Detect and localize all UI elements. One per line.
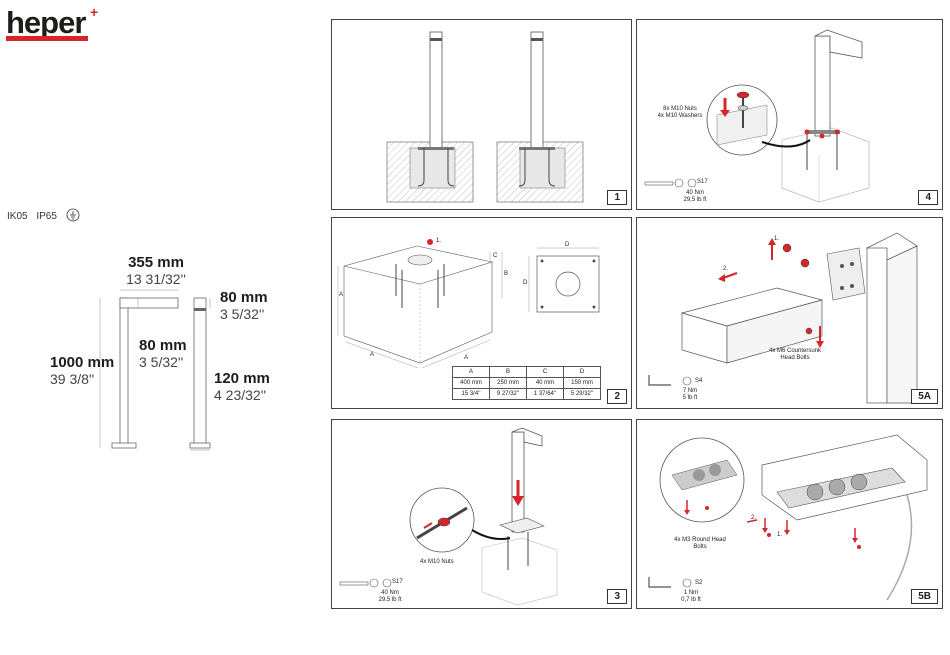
label-a: A: [339, 292, 344, 298]
height-mm: 1000 mm: [50, 354, 115, 371]
protection-ratings: IK05 IP65: [7, 208, 80, 225]
step-1-label: 1.: [774, 236, 780, 242]
step-number: 4: [918, 190, 938, 205]
nuts-note: 8x M10 Nuts 4x M10 Washers: [657, 106, 703, 119]
step-panel-5b: 1. 2. 4x M3 Round Head Bolts S2 1 Nm 0,7…: [636, 419, 943, 609]
step-number: 1: [607, 190, 627, 205]
height-in: 39 3/8'': [50, 371, 95, 387]
brand-name: heper: [6, 5, 86, 40]
step-panel-4: 8x M10 Nuts 4x M10 Washers S17 40 Nm 29,…: [636, 19, 943, 210]
width-mm: 355 mm: [128, 254, 184, 271]
table-row: A B C D: [452, 366, 601, 378]
ip-rating: IP65: [36, 211, 57, 223]
width-in: 13 31/32'': [126, 271, 186, 287]
label-b: B: [504, 271, 509, 277]
step-number: 5B: [911, 589, 938, 604]
head-dimension: 80 mm 3 5/32'': [220, 289, 268, 323]
step-number: 3: [607, 589, 627, 604]
step-1-label: 1.: [777, 532, 783, 538]
width-dimension: 355 mm 13 31/32'': [116, 254, 196, 288]
bolts-note: 4x M6 Countersunk Head Bolts: [768, 348, 822, 361]
step-panel-1: 1: [331, 19, 632, 210]
label-c: C: [493, 253, 498, 259]
base-mm: 120 mm: [214, 370, 270, 387]
label-a-right: A: [464, 355, 469, 361]
label-d-top: D: [565, 242, 570, 248]
head-mm: 80 mm: [220, 289, 268, 306]
step-number: 2: [607, 389, 627, 404]
label-a-bottom: A: [370, 352, 375, 358]
arm-dimension: 80 mm 3 5/32'': [139, 337, 187, 371]
step-2-label: 2.: [751, 515, 757, 521]
earth-ground-icon: [66, 208, 80, 225]
torque-spec: 7 Nm 5 lb ft: [682, 388, 698, 401]
step-panel-5a: 1. 2. 4x M6 Countersunk Head Bolts S4 7 …: [636, 217, 943, 409]
step-panel-3: 4x M10 Nuts S17 40 Nm 29,5 lb ft 3: [331, 419, 632, 609]
step-panel-2: A A A B C D D 1. A B C D 400 mm 250 mm 4…: [331, 217, 632, 409]
torque-spec: 1 Nm 0,7 lb ft: [681, 590, 701, 603]
height-dimension: 1000 mm 39 3/8'': [50, 354, 115, 388]
torque-spec: 40 Nm 29,5 lb ft: [378, 590, 402, 603]
tool-size: S4: [695, 378, 703, 384]
table-row: 400 mm 250 mm 40 mm 150 mm: [452, 377, 601, 389]
tool-size: S2: [695, 580, 703, 586]
tool-size: S17: [697, 179, 708, 185]
logo-plus-icon: +: [90, 4, 99, 20]
step-number: 5A: [911, 389, 938, 404]
base-dimension: 120 mm 4 23/32'': [214, 370, 270, 404]
arm-mm: 80 mm: [139, 337, 187, 354]
head-in: 3 5/32'': [220, 306, 265, 322]
arm-in: 3 5/32'': [139, 354, 184, 370]
label-d-side: D: [523, 280, 528, 286]
dimension-table: A B C D 400 mm 250 mm 40 mm 150 mm 15 3/…: [452, 366, 601, 400]
logo-underline: [6, 36, 88, 41]
brand-logo: heper +: [6, 4, 102, 44]
torque-spec: 40 Nm 29,5 lb ft: [683, 190, 707, 203]
step-2-label: 2.: [723, 266, 729, 272]
base-in: 4 23/32'': [214, 387, 267, 403]
bolts-note: 4x M3 Round Head Bolts: [674, 537, 726, 550]
tool-size: S17: [392, 579, 403, 585]
product-dimension-drawing: 355 mm 13 31/32'' 1000 mm 39 3/8'' 80 mm…: [40, 250, 300, 460]
step-1-label: 1.: [436, 238, 442, 244]
table-row: 15 3/4'' 9 27/32'' 1 37/64'' 5 29/32'': [452, 388, 601, 400]
nuts-note: 4x M10 Nuts: [420, 559, 454, 565]
ik-rating: IK05: [7, 211, 28, 223]
